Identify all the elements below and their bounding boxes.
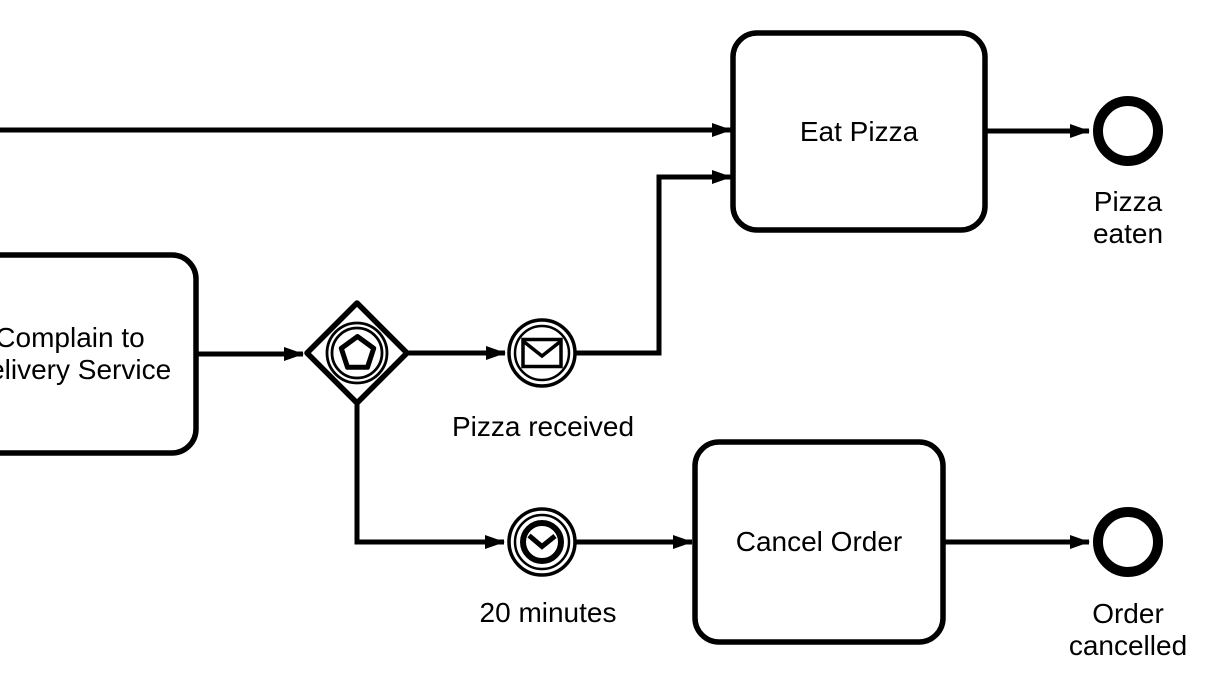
flow-pizza-received-to-eat-pizza[interactable] xyxy=(576,170,732,356)
end-event-order-cancelled[interactable] xyxy=(1093,507,1163,577)
event-inner-circle xyxy=(513,324,571,382)
event-pizza-received[interactable] xyxy=(507,318,577,388)
gateway-outer-circle xyxy=(325,321,389,385)
gateway-inner-circle xyxy=(330,326,384,380)
task-eat-pizza[interactable] xyxy=(730,30,988,233)
clock-icon xyxy=(520,520,564,564)
task-complain-to-delivery-service[interactable] xyxy=(0,252,199,456)
envelope-icon xyxy=(521,337,563,369)
end-event-pizza-eaten[interactable] xyxy=(1093,96,1163,166)
pentagon-icon xyxy=(338,334,377,370)
event-20-minutes[interactable] xyxy=(507,507,577,577)
event-outer-circle[interactable] xyxy=(507,507,577,577)
event-inner-circle xyxy=(513,513,571,571)
gateway-diamond[interactable] xyxy=(304,300,410,406)
flow-gateway-to-20-minutes[interactable] xyxy=(354,403,505,549)
task-cancel-order[interactable] xyxy=(692,439,946,645)
event-based-gateway[interactable] xyxy=(304,300,410,406)
